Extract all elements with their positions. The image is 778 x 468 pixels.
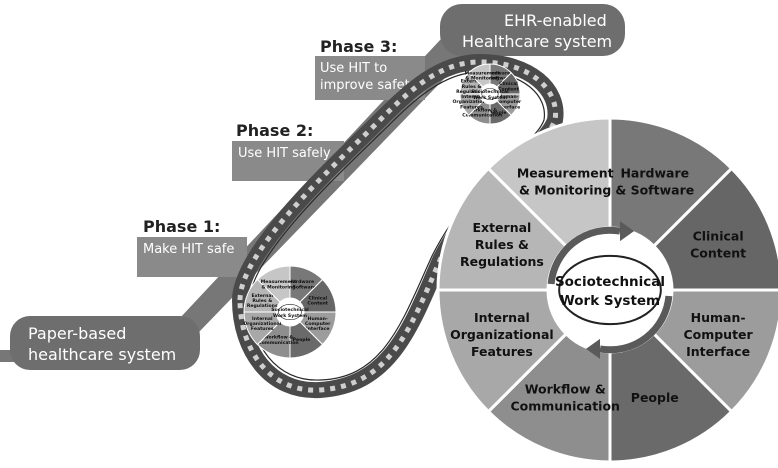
segment-label: Workflow & bbox=[525, 382, 606, 397]
segment-label: Rules & bbox=[475, 237, 529, 252]
start-label-line1: Paper-based bbox=[28, 324, 126, 343]
segment-label: Interface bbox=[686, 344, 750, 359]
segment-label: Interface bbox=[306, 326, 330, 332]
segment-label: External bbox=[472, 220, 531, 235]
segment-label: Features bbox=[251, 326, 274, 332]
segment-label: Clinical bbox=[693, 229, 744, 244]
end-box bbox=[440, 4, 625, 56]
hub-label: Work System bbox=[560, 293, 660, 309]
hub-ring bbox=[558, 254, 662, 326]
segment-label: Features bbox=[471, 344, 533, 359]
segment-label: Organizational bbox=[452, 99, 490, 105]
cycle-arrowhead-bottom bbox=[586, 338, 600, 359]
segment-label: Workflow & bbox=[264, 335, 294, 341]
segment-label: & Software bbox=[483, 76, 512, 82]
segment-label: Clinical bbox=[308, 295, 327, 301]
start-label-line2: healthcare system bbox=[28, 345, 176, 364]
segment-label: Features bbox=[460, 104, 483, 110]
phase-1-text: Make HIT safe bbox=[143, 242, 234, 257]
segment-label: Regulations bbox=[247, 303, 278, 309]
small-gear-upper: Hardware& SoftwareClinicalContentHuman-C… bbox=[452, 63, 522, 125]
cycle-arrow-bottom bbox=[599, 295, 673, 354]
segment-label: Organizational bbox=[243, 321, 281, 327]
segment-label: Computer bbox=[683, 327, 753, 342]
segment-label: & Software bbox=[615, 182, 694, 197]
segment-label: Internal bbox=[461, 94, 482, 100]
segment-label: Computer bbox=[496, 99, 522, 105]
segment-label: Hardware bbox=[485, 70, 510, 76]
phase-2-text: Use HIT safely bbox=[238, 146, 331, 161]
phase-3-title: Phase 3: bbox=[320, 37, 397, 56]
hub-label: Sociotechnical bbox=[555, 274, 665, 290]
segment-label: Hardware bbox=[289, 279, 314, 285]
segment-label: Human- bbox=[308, 316, 328, 322]
phase-1-box bbox=[137, 237, 247, 277]
cycle-arrowhead-top bbox=[620, 221, 634, 242]
segment-label: Communication bbox=[258, 340, 298, 346]
hub-ring bbox=[481, 88, 499, 100]
segment-label: Rules & bbox=[462, 84, 482, 90]
segment-label: Measurement bbox=[261, 279, 297, 285]
segment-label: Measurement bbox=[465, 70, 501, 76]
segment-label: Human- bbox=[691, 310, 746, 325]
segment-label: Content bbox=[690, 246, 746, 261]
segment-label: Internal bbox=[252, 316, 273, 322]
segment-label: Human- bbox=[498, 94, 518, 100]
chain-links bbox=[237, 59, 559, 393]
segment-label: Computer bbox=[305, 321, 331, 327]
segment-label: Hardware bbox=[620, 165, 689, 180]
segment-label: Internal bbox=[474, 310, 530, 325]
phase-2-title: Phase 2: bbox=[236, 121, 313, 140]
phase-3-text-line1: Use HIT to bbox=[320, 61, 387, 76]
segment-label: People bbox=[293, 337, 311, 343]
segment-label: Clinical bbox=[499, 81, 518, 87]
segment-label: Communication bbox=[462, 113, 502, 119]
segment-label: External bbox=[251, 293, 273, 299]
segment-label: Workflow & bbox=[467, 107, 497, 113]
bicycle-chain bbox=[231, 53, 564, 399]
segment-label: Communication bbox=[510, 399, 620, 414]
hub-label: Work System bbox=[273, 313, 307, 319]
segment-label: Content bbox=[498, 86, 519, 92]
segment-label: & Monitoring bbox=[519, 182, 611, 197]
hub-label: Sociotechnical bbox=[471, 89, 509, 95]
segment-label: & Monitoring bbox=[465, 76, 499, 82]
hub-ring bbox=[278, 303, 302, 320]
segment-label: Interface bbox=[497, 104, 521, 110]
segment-label: External bbox=[461, 79, 483, 85]
phase-3-text-line2: improve safety bbox=[320, 78, 418, 93]
start-box bbox=[10, 316, 200, 370]
segment-label: Regulations bbox=[456, 89, 487, 95]
cycle-arrow-top bbox=[547, 226, 621, 285]
chain-inner-edge bbox=[249, 71, 546, 381]
segment-label: Regulations bbox=[460, 254, 544, 269]
segment-label: People bbox=[489, 110, 507, 116]
hub-label: Sociotechnical bbox=[271, 307, 309, 313]
segment-label: Content bbox=[307, 301, 328, 307]
small-gear-lower: Hardware& SoftwareClinicalContentHuman-C… bbox=[243, 265, 337, 359]
end-label-line1: EHR-enabled bbox=[504, 11, 607, 30]
segment-label: Rules & bbox=[252, 298, 272, 304]
phase-1-title: Phase 1: bbox=[143, 217, 220, 236]
segment-label: & Software bbox=[287, 284, 316, 290]
hub-label: Work System bbox=[473, 95, 507, 101]
end-label-line2: Healthcare system bbox=[462, 32, 612, 51]
segment-label: People bbox=[631, 390, 679, 405]
segment-label: Measurement bbox=[517, 165, 614, 180]
segment-label: & Monitoring bbox=[262, 284, 296, 290]
segment-label: Organizational bbox=[450, 327, 554, 342]
